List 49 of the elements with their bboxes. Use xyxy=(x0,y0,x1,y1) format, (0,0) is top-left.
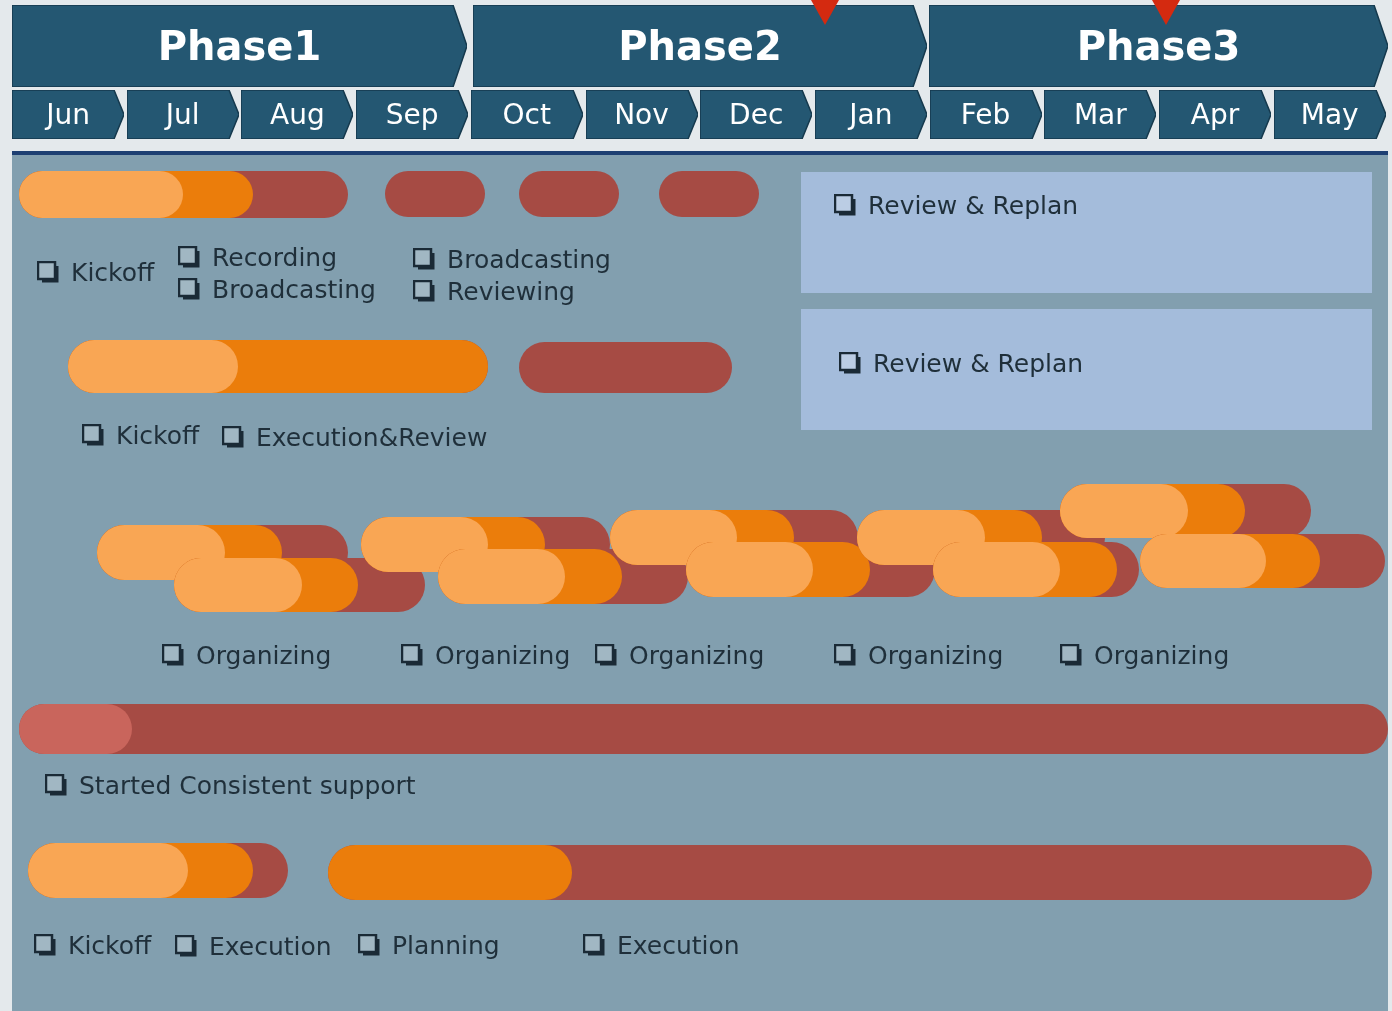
task-label: Organizing xyxy=(1094,640,1230,670)
month-header: Sep xyxy=(356,90,469,139)
month-header: Mar xyxy=(1044,90,1157,139)
gantt-bar xyxy=(174,558,425,612)
task-label: Organizing xyxy=(629,640,765,670)
task-label: Organizing xyxy=(196,640,332,670)
month-header: Aug xyxy=(241,90,354,139)
gantt-bar xyxy=(1060,484,1311,538)
task-label: Reviewing xyxy=(447,276,575,306)
phase-header: Phase2 xyxy=(473,5,927,87)
month-header: Oct xyxy=(470,90,583,139)
task-label: Kickoff xyxy=(68,930,152,960)
gantt-bar xyxy=(68,340,488,393)
task-label: Recording xyxy=(212,242,338,272)
month-header: Jan xyxy=(814,90,927,139)
review-box xyxy=(801,172,1372,293)
task-label: Organizing xyxy=(868,640,1004,670)
month-header: Nov xyxy=(585,90,698,139)
task-label: Review & Replan xyxy=(868,190,1079,220)
gantt-bar xyxy=(659,171,759,217)
task-label: Review & Replan xyxy=(873,348,1084,378)
gantt-bar xyxy=(19,171,348,218)
review-box xyxy=(801,309,1372,430)
task-label: Organizing xyxy=(435,640,571,670)
phase-header: Phase3 xyxy=(929,5,1388,87)
gantt-bar xyxy=(519,342,732,393)
gantt-bar xyxy=(28,843,288,898)
task-label: Execution xyxy=(209,931,332,961)
month-header: Jul xyxy=(126,90,239,139)
task-label: Execution xyxy=(617,930,740,960)
phase-header: Phase1 xyxy=(12,5,467,87)
month-header: Apr xyxy=(1159,90,1271,139)
month-header: Dec xyxy=(700,90,813,139)
task-label: Broadcasting xyxy=(447,244,611,274)
gantt-bar xyxy=(328,845,1372,900)
gantt-bar xyxy=(519,171,619,217)
gantt-bar xyxy=(19,704,1388,754)
month-header: May xyxy=(1273,90,1386,139)
task-label: Planning xyxy=(392,930,500,960)
task-label: Kickoff xyxy=(71,257,155,287)
month-header: Jun xyxy=(12,90,124,139)
task-label: Started Consistent support xyxy=(79,770,416,800)
gantt-bar xyxy=(1140,534,1385,588)
month-header: Feb xyxy=(929,90,1042,139)
gantt-bar xyxy=(933,542,1139,597)
task-label: Kickoff xyxy=(116,420,200,450)
gantt-bar xyxy=(385,171,485,217)
task-label: Execution&Review xyxy=(256,422,488,452)
task-label: Broadcasting xyxy=(212,274,376,304)
